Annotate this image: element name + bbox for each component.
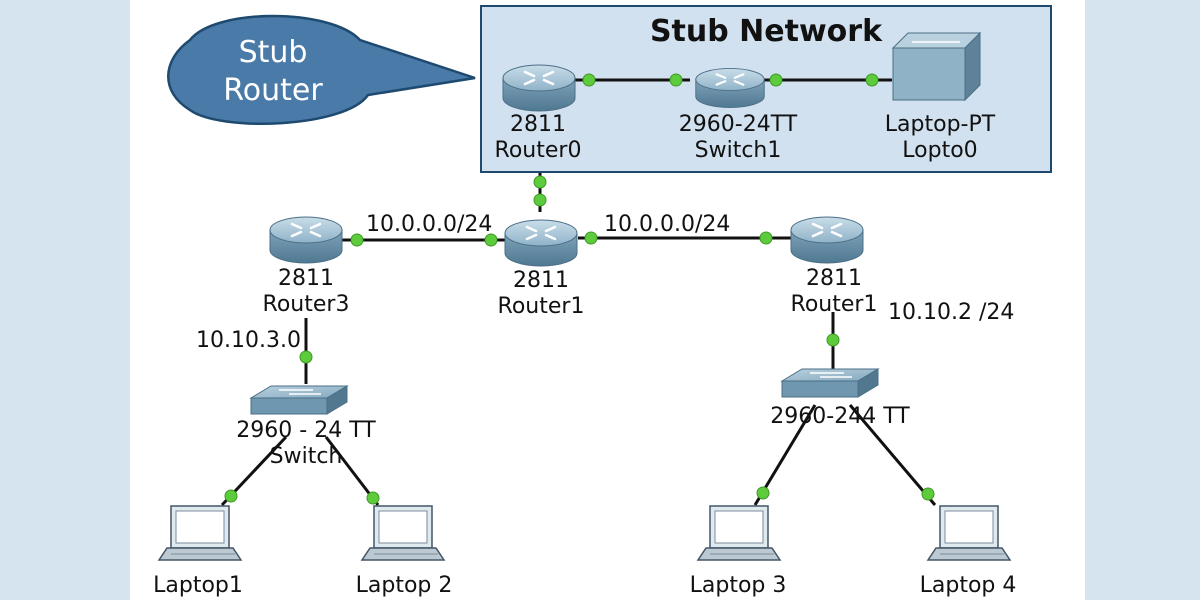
laptop4-label: Laptop 4: [919, 573, 1017, 598]
router1-center-label: 2811 Router1: [481, 268, 601, 320]
switch-right-model: 2960-244 TT: [770, 404, 910, 429]
left-link-network-label: 10.0.0.0/24: [366, 212, 493, 237]
switch-right-icon[interactable]: [781, 368, 879, 398]
router1-center-name: Router1: [497, 294, 585, 319]
laptop1-label: Laptop1: [153, 573, 243, 598]
laptop2-label: Laptop 2: [355, 573, 453, 598]
laptop0-model: Laptop-PT: [884, 112, 996, 137]
right-link-network-label: 10.0.0.0/24: [604, 212, 731, 237]
callout-line-1: Stub: [238, 35, 308, 70]
router0-label: 2811 Router0: [478, 112, 598, 164]
switch-left-model: 2960 - 24 TT: [236, 418, 376, 443]
router1-center-model: 2811: [513, 268, 569, 293]
router1-right-label: 2811 Router1: [774, 266, 894, 318]
switch1-name: Switch1: [694, 138, 782, 163]
router1-center-icon[interactable]: [503, 218, 579, 268]
switch1-model: 2960-24TT: [678, 112, 798, 137]
laptop2-icon[interactable]: [361, 505, 445, 561]
router3-label: 2811 Router3: [246, 266, 366, 318]
stub-router-callout: [167, 14, 476, 125]
laptop3-label: Laptop 3: [689, 573, 787, 598]
switch1-icon[interactable]: [694, 67, 766, 109]
switch1-label: 2960-24TT Switch1: [668, 112, 808, 164]
router3-lan-label: 10.10.3.0: [196, 328, 301, 353]
router3-model: 2811: [278, 266, 334, 291]
router0-icon[interactable]: [501, 63, 577, 113]
router1-right-icon[interactable]: [789, 215, 865, 265]
link-status-dots: [224, 73, 935, 505]
router3-name: Router3: [262, 292, 350, 317]
callout-line-2: Router: [223, 73, 323, 108]
switch-left-label: 2960 - 24 TT Switch: [226, 418, 386, 470]
laptop4-icon[interactable]: [927, 505, 1011, 561]
router1-lan-label: 10.10.2 /24: [888, 300, 1015, 325]
switch-left-icon[interactable]: [250, 385, 348, 415]
router1-right-model: 2811: [806, 266, 862, 291]
laptop3-icon[interactable]: [697, 505, 781, 561]
stub-network-title: Stub Network: [649, 14, 883, 49]
switch-right-label: 2960-244 TT: [765, 404, 915, 430]
laptop0-pc-icon[interactable]: [891, 31, 982, 102]
laptop0-label: Laptop-PT Lopto0: [870, 112, 1010, 164]
router1-right-name: Router1: [790, 292, 878, 317]
router0-name: Router0: [494, 138, 582, 163]
stub-router-callout-text: Stub Router: [178, 34, 368, 110]
router3-icon[interactable]: [268, 215, 344, 265]
laptop1-icon[interactable]: [158, 505, 242, 561]
switch-left-name: Switch: [269, 444, 343, 469]
router0-model: 2811: [510, 112, 566, 137]
laptop0-name: Lopto0: [902, 138, 978, 163]
